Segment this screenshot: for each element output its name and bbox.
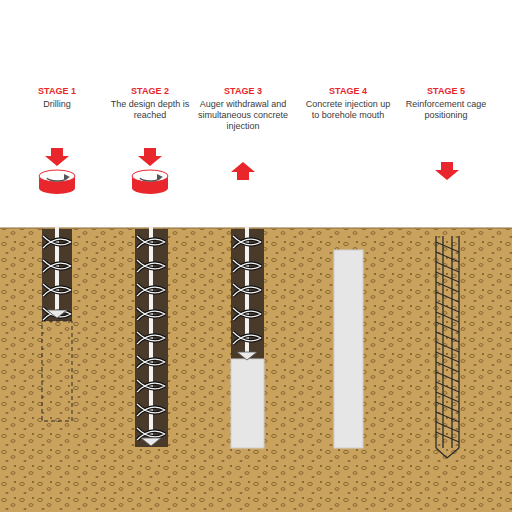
stage-description: Drilling [14,99,100,110]
soil [0,228,512,512]
down-arrow [435,162,459,180]
stage-title: STAGE 2 [115,86,185,97]
stage-title: STAGE 1 [22,86,92,97]
down-arrow [45,148,69,166]
down-arrow [138,148,162,166]
up-arrow [231,162,255,180]
rotation-ring [39,170,75,194]
ground-line [0,227,512,228]
auger [233,226,261,360]
rotation-icons [39,170,168,194]
auger [43,226,71,320]
stage-title: STAGE 5 [411,86,481,97]
stage-title: STAGE 4 [313,86,383,97]
augers [43,226,261,446]
auger [137,226,165,446]
reinforcement-cage [436,236,459,458]
rotation-ring [132,170,168,194]
concrete [231,359,264,448]
stage-icons [45,148,459,180]
stage-description: The design depth is reached [107,99,193,121]
stage-description: Reinforcement cage positioning [403,99,489,121]
stage-description: Auger withdrawal and simultaneous concre… [191,99,295,131]
stage-description: Concrete injection up to borehole mouth [305,99,391,121]
concrete-pile [334,250,363,448]
stage-title: STAGE 3 [208,86,278,97]
planned-borehole [42,321,72,421]
